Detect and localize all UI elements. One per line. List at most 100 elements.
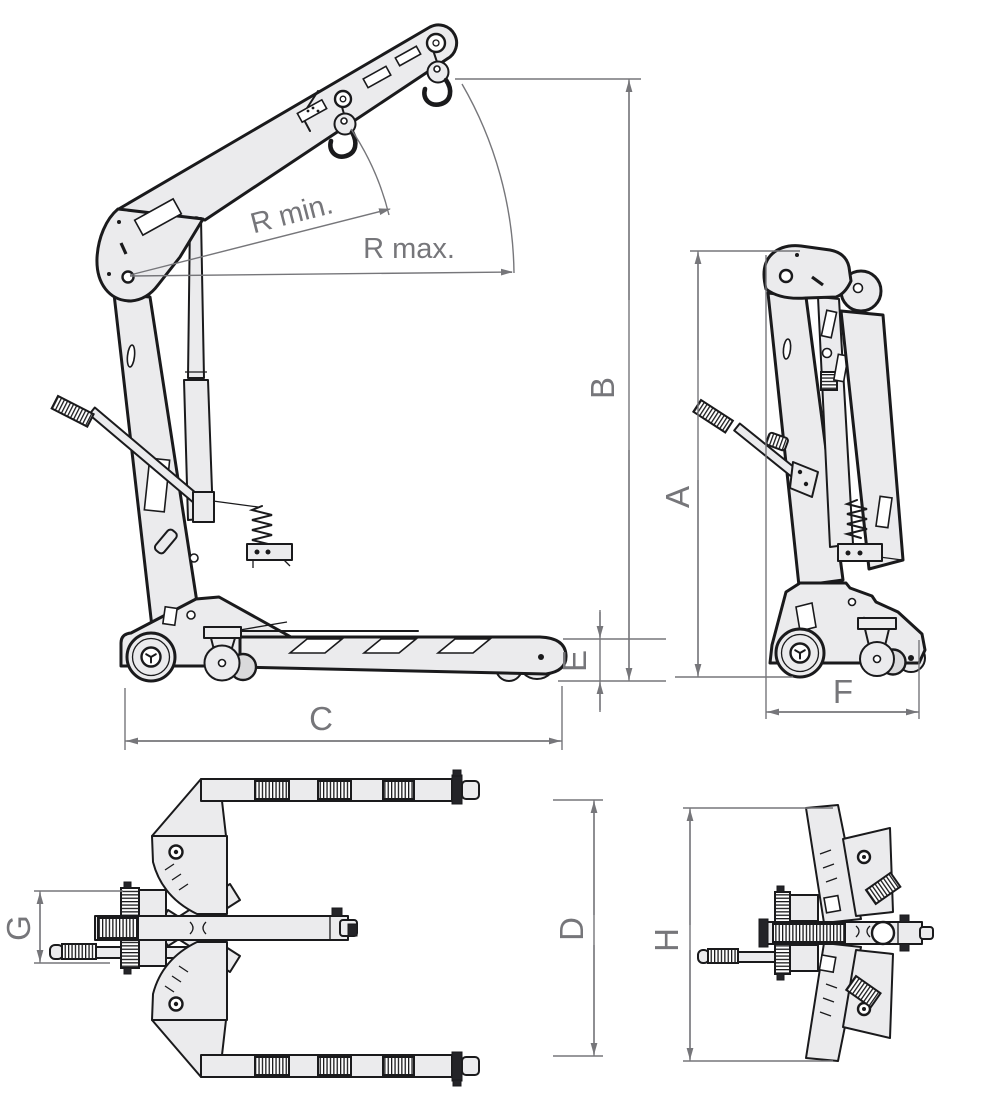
tread-strip bbox=[382, 780, 415, 800]
folded-head bbox=[762, 244, 853, 300]
hub-flange-upper bbox=[789, 894, 819, 922]
caster-mount bbox=[203, 626, 242, 639]
hub-spokes bbox=[145, 653, 157, 664]
tread-strip bbox=[382, 1056, 415, 1076]
dim-label-g: G bbox=[0, 915, 37, 941]
plate-marks bbox=[164, 965, 189, 993]
beam-end-nub bbox=[899, 914, 910, 923]
boom-cutouts bbox=[296, 45, 422, 124]
head-hole bbox=[778, 268, 794, 284]
beam-end-nub bbox=[347, 923, 358, 937]
dim-label-a: A bbox=[659, 486, 696, 508]
hook-curve bbox=[422, 77, 453, 107]
tread-mark bbox=[287, 638, 345, 654]
dim-label-f: F bbox=[833, 673, 853, 710]
dimension-e: E bbox=[556, 610, 666, 712]
tread-mark bbox=[361, 638, 419, 654]
beam-left-cap bbox=[758, 918, 769, 948]
view-top-extended bbox=[49, 769, 480, 1087]
tip-hook bbox=[422, 52, 453, 107]
roller-axle bbox=[908, 655, 914, 661]
knob-shape bbox=[153, 528, 178, 555]
dimension-line bbox=[129, 208, 391, 276]
boom-cutout bbox=[875, 495, 893, 529]
head-mark bbox=[811, 275, 824, 287]
dimension-a: A bbox=[659, 250, 800, 678]
head-pulley-hole bbox=[852, 282, 864, 294]
spring bbox=[843, 499, 868, 539]
dim-label-e: E bbox=[556, 650, 593, 672]
beam-end-stub bbox=[919, 926, 934, 940]
tread-strip bbox=[254, 780, 290, 800]
bracket-strap bbox=[864, 871, 902, 906]
boom-tip-plate bbox=[425, 32, 447, 54]
pump-body bbox=[192, 491, 215, 523]
hub-flange-upper bbox=[137, 889, 167, 919]
ratchet-nub bbox=[776, 885, 785, 893]
hub-spokes bbox=[794, 649, 806, 660]
mast-slot bbox=[782, 338, 792, 360]
dim-label-b: B bbox=[584, 377, 621, 399]
bolt bbox=[265, 549, 271, 555]
dim-label-h: H bbox=[648, 928, 685, 952]
beam-marks bbox=[189, 921, 207, 935]
pump-handle bbox=[50, 394, 215, 555]
dimension-c: C bbox=[124, 686, 563, 750]
dimension-b: B bbox=[455, 78, 666, 682]
handle-grip bbox=[50, 394, 95, 428]
rivet bbox=[107, 272, 111, 276]
release-mechanism bbox=[212, 500, 293, 568]
folded-release-mechanism bbox=[837, 499, 883, 562]
view-side-extended bbox=[50, 23, 568, 683]
base-hole bbox=[847, 597, 857, 607]
ratchet-nub bbox=[123, 881, 132, 889]
bracket-bolt-hole bbox=[862, 855, 866, 859]
spring-link bbox=[212, 500, 259, 508]
dimension-line bbox=[129, 268, 513, 277]
hook-link bbox=[433, 52, 438, 63]
axle-stub bbox=[461, 1056, 480, 1076]
dimension-d: D bbox=[553, 799, 603, 1057]
dimension-h: H bbox=[648, 807, 833, 1062]
leg-marks bbox=[819, 983, 838, 1017]
knob-knurl bbox=[765, 431, 789, 452]
bolt bbox=[845, 550, 851, 556]
hook-curve bbox=[328, 129, 358, 159]
axle-stub bbox=[461, 780, 480, 800]
boom-mid-plate bbox=[333, 89, 353, 109]
boom-pivot bbox=[121, 270, 135, 284]
plan-pulley bbox=[870, 920, 896, 946]
axle-collar bbox=[451, 1051, 463, 1082]
handle-knurl bbox=[61, 943, 97, 960]
base-label bbox=[161, 605, 179, 627]
tread-strip bbox=[317, 780, 352, 800]
upper-leg bbox=[151, 769, 480, 915]
leg-treads bbox=[287, 638, 493, 654]
radius-arc-max bbox=[461, 83, 515, 274]
pump-body bbox=[789, 461, 819, 498]
bolt bbox=[254, 549, 260, 555]
bracket-bolt-hole bbox=[173, 1001, 179, 1007]
front-axle bbox=[538, 654, 544, 660]
mid-hook bbox=[328, 106, 358, 159]
boom-tip-hole bbox=[432, 39, 440, 47]
mast-slot bbox=[126, 344, 136, 368]
release-knob bbox=[153, 528, 178, 555]
folded-pump-handle bbox=[691, 398, 819, 498]
beam-end-nub bbox=[331, 907, 343, 917]
dimension-f: F bbox=[765, 255, 920, 719]
dim-label-d: D bbox=[553, 917, 590, 941]
dim-label-r-max: R max. bbox=[363, 233, 455, 265]
cutout-dot bbox=[306, 109, 310, 113]
caster-hub bbox=[872, 654, 882, 664]
spring bbox=[248, 505, 273, 545]
boom-cutout-2 bbox=[362, 65, 392, 89]
tread-mark bbox=[435, 638, 493, 654]
rivet bbox=[117, 220, 121, 224]
boom-cutout-3 bbox=[394, 45, 422, 67]
lower-leg bbox=[151, 941, 480, 1087]
elbow-mark bbox=[119, 242, 128, 255]
bracket-bolt-hole bbox=[862, 1007, 866, 1011]
hook-pulley-hole bbox=[433, 65, 441, 73]
